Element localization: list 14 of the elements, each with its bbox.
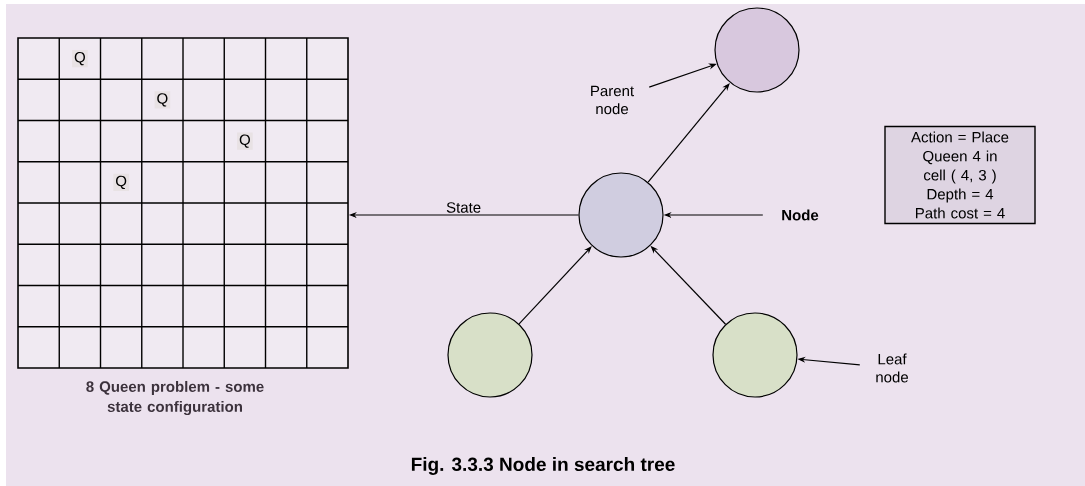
parent-node-circle — [714, 7, 800, 93]
leaf-node-circle — [712, 312, 798, 398]
edge-label: State — [446, 202, 481, 213]
node-circle — [578, 172, 664, 258]
arrow — [518, 246, 592, 325]
figure-caption: Fig. 3.3.3 Node in search tree — [411, 457, 675, 475]
chessboard-drawing — [17, 37, 349, 369]
node-label: Leaf node — [876, 353, 908, 383]
node-label: Node — [782, 209, 819, 221]
leaf-node-circle — [447, 312, 533, 398]
queen-letter: Q — [237, 132, 253, 150]
board-caption: 8 Queen problem - some state configuration — [86, 380, 264, 415]
info-box: Action = Place Queen 4 in cell ( 4, 3 ) Depth = 4 Path cost = 4 — [884, 125, 1036, 225]
node-label: Parent node — [591, 85, 634, 115]
